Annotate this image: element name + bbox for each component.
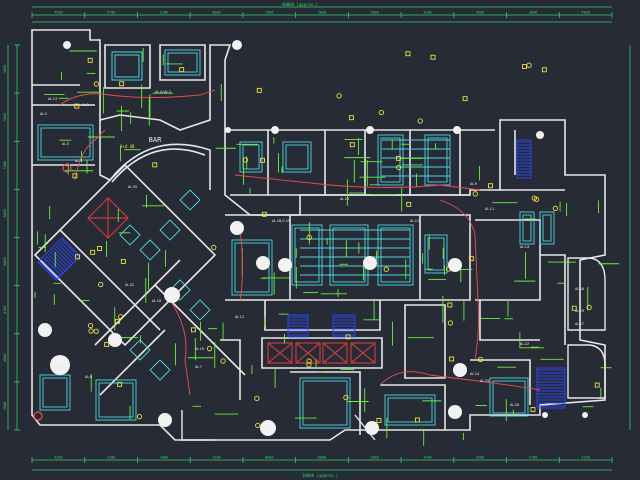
bottom-dim: 4200 — [54, 456, 62, 460]
panel-tag: AL10 — [152, 298, 162, 303]
column-markers — [38, 40, 588, 436]
top-dim: 4900 — [476, 11, 484, 15]
panel-tag: AL29 — [575, 308, 585, 313]
panel-tag: AL22 — [520, 341, 529, 346]
top-dim: 5000 — [371, 11, 379, 15]
top-dim: 5700 — [107, 11, 115, 15]
left-dim: 3000 — [3, 209, 7, 217]
left-dim: 4000 — [3, 354, 7, 362]
panel-tag: AL12 — [235, 314, 244, 319]
panel-tag: AL17 — [575, 321, 584, 326]
bar-label: BAR — [149, 136, 162, 144]
panel-tag: AL26 — [510, 402, 520, 407]
red-markers — [33, 163, 72, 421]
left-dim: 3500 — [3, 161, 7, 169]
left-dim: 6000 — [3, 257, 7, 265]
panel-tag: AL35 — [128, 184, 137, 189]
top-dim: 1200 — [160, 11, 168, 15]
left-dim: 3000 — [3, 65, 7, 73]
top-dim: 6000 — [212, 11, 220, 15]
top-total-dimension: 40000 (approx.) — [282, 2, 318, 7]
bottom-total-dimension: 30000 (approx.) — [302, 473, 338, 478]
panel-tag: AL4/AL1 — [155, 89, 172, 94]
panel-tag: AL14 — [520, 244, 530, 249]
hvac-units — [37, 139, 566, 409]
panel-tag: AL3 — [82, 102, 89, 107]
bottom-dim: 3000 — [371, 456, 379, 460]
top-dim: 3000 — [423, 11, 431, 15]
bottom-dim: 2100 — [107, 456, 115, 460]
equipment-boxes — [87, 197, 376, 364]
left-dim: 3000 — [3, 113, 7, 121]
wiring — [34, 47, 620, 446]
bottom-dim: 1700 — [529, 456, 537, 460]
dimension-lines — [7, 6, 631, 471]
panel-tag: AL23 — [340, 196, 349, 201]
top-dim: 4800 — [581, 11, 589, 15]
bottom-dimension-labels: 4200 2100 7000 4300 8000 6000 3000 3700 3500 1700… — [54, 456, 590, 460]
electrical-symbols — [42, 51, 600, 429]
panel-tag: AL5 — [62, 141, 69, 146]
left-dimension-labels: 3000 3000 3500 3000 6000 4500 4000 5600 — [3, 65, 7, 410]
bottom-dim: 3500 — [476, 456, 484, 460]
bar-note: 3×4 AB — [120, 144, 135, 149]
top-dim: 3000 — [529, 11, 537, 15]
rounded-rooms — [181, 257, 606, 441]
panel-tag: AL24 — [470, 371, 480, 376]
panel-tag: AL15 — [195, 346, 204, 351]
bottom-dim: 6000 — [318, 456, 326, 460]
bottom-dim: 4300 — [212, 456, 220, 460]
bottom-dim: 8000 — [265, 456, 273, 460]
panel-tag: AL8 — [58, 364, 66, 369]
panel-tag: AL11 — [485, 206, 495, 211]
panel-tag: AL6 — [85, 374, 93, 379]
top-dimension-labels: 4500 5700 1200 6000 7000 3000 5000 3000 4900 3000… — [54, 11, 590, 15]
left-dim: 4500 — [3, 305, 7, 313]
panel-tag: AL7 — [195, 364, 202, 369]
panel-tag: AL13 — [48, 96, 57, 101]
bottom-dim: 3700 — [423, 456, 431, 460]
bottom-dim: 4700 — [581, 456, 589, 460]
panel-tag: AL32 — [125, 282, 134, 287]
bottom-dim: 7000 — [160, 456, 168, 460]
lighting-fixtures — [37, 49, 555, 429]
panel-tags: AL3AL4/AL1AL5AL13AL2AL3AL18/L19AL23AL21A… — [40, 89, 585, 407]
panel-tag: AL21 — [410, 218, 420, 223]
panel-tag: AL16 — [575, 286, 585, 291]
panel-tag: AL2 — [40, 111, 47, 116]
circuit-routes — [59, 89, 541, 396]
panel-tag: AL3 — [75, 158, 82, 163]
panel-tag: AL25 — [480, 378, 489, 383]
left-dim: 5600 — [3, 402, 7, 410]
panel-tag: AL9 — [470, 181, 478, 186]
building-walls — [31, 29, 606, 441]
panel-tag: AL18/L19 — [272, 218, 291, 223]
top-dim: 3000 — [318, 11, 326, 15]
top-dim: 4500 — [54, 11, 62, 15]
top-dim: 7000 — [265, 11, 273, 15]
